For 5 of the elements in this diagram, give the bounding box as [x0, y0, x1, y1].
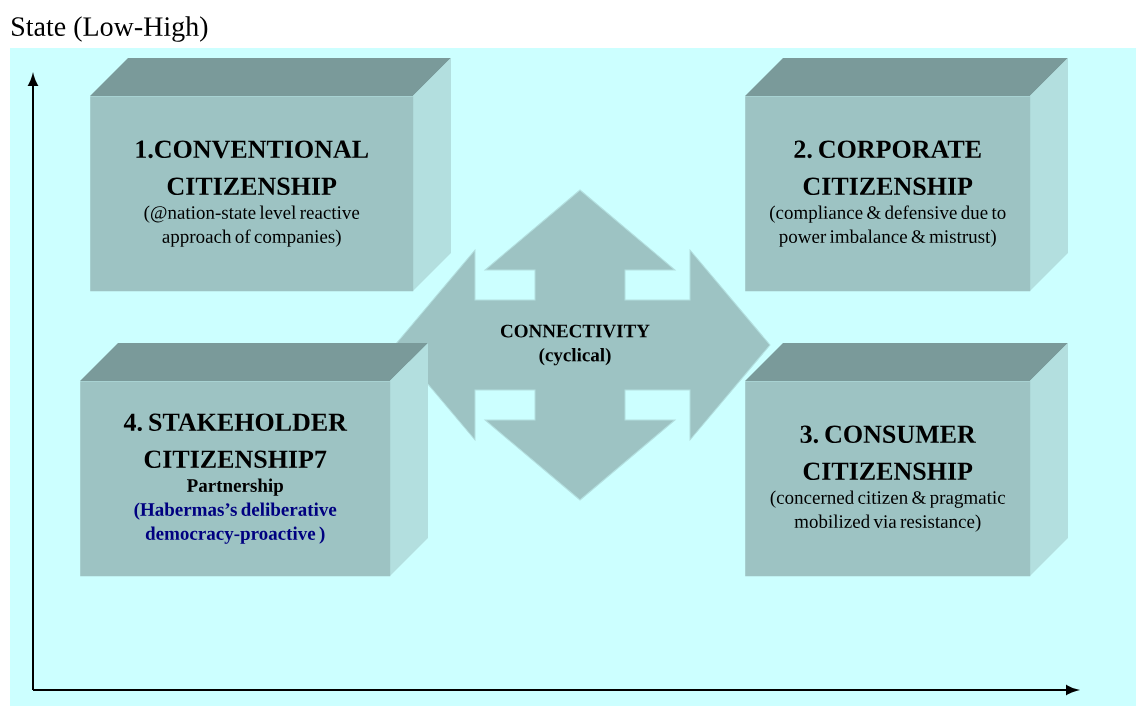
title: State (Low-High) — [12, 16, 208, 42]
cube-box: 2. CORPORATE CITIZENSHIP (compliance & defensive due to power imbalance & mistrust) — [745, 58, 1068, 292]
cube-box: 4. STAKEHOLDER CITIZENSHIP7 Partnership (Habermas’s deliberative democracy-proactive ) — [80, 343, 428, 577]
cube-box: 1.CONVENTIONAL CITIZENSHIP (@nation-state level reactive approach of companies) — [90, 58, 451, 292]
cube-box: 3. CONSUMER CITIZENSHIP (concerned citizen & pragmatic mobilized via resistance) — [745, 343, 1068, 577]
